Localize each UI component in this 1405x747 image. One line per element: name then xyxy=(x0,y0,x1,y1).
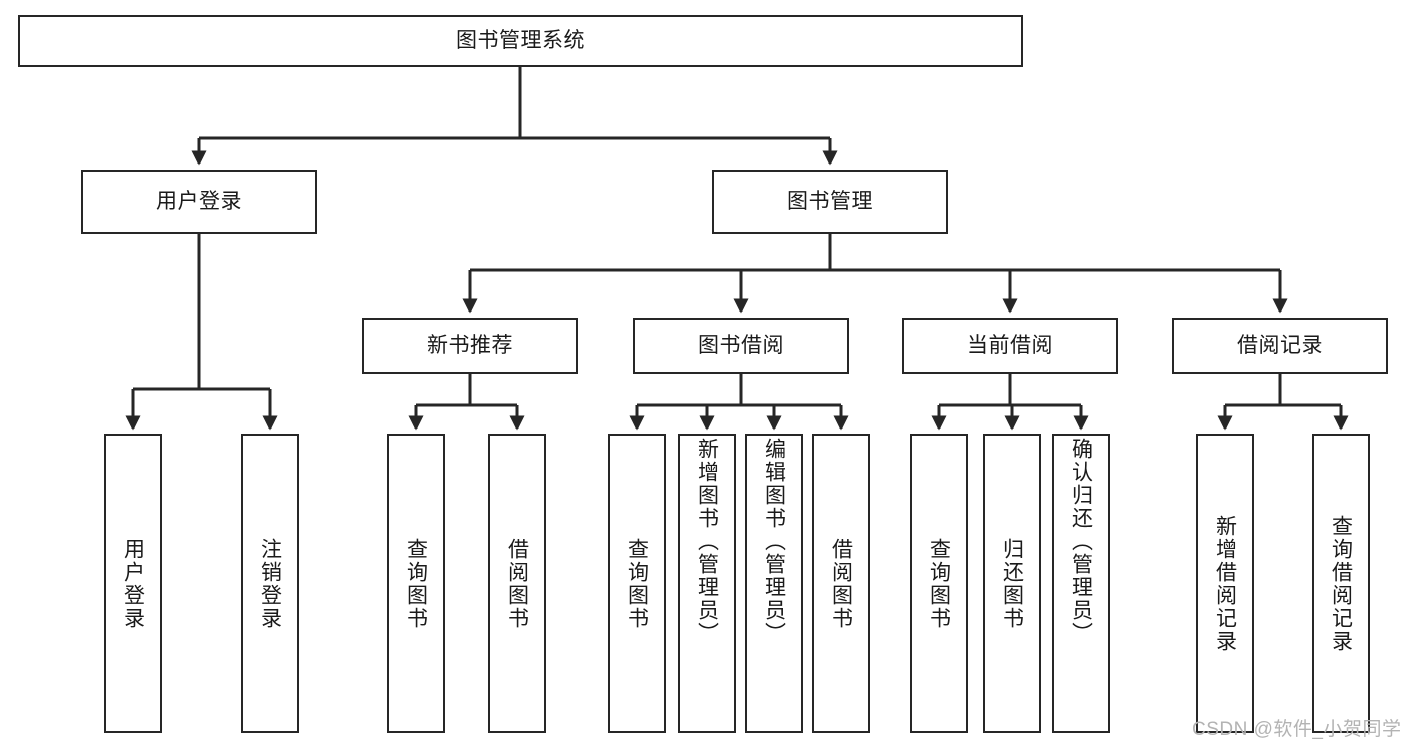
node-user-login-label: 用户登录 xyxy=(156,189,242,213)
node-leaf-logout-label: 注销登录 xyxy=(258,537,282,630)
csdn-watermark: CSDN @软件_小贺同学 xyxy=(1192,719,1402,740)
node-leaf-confirm-return-admin-label: 确认归还（管理员） xyxy=(1069,438,1093,645)
node-leaf-borrow-book-1-label: 借阅图书 xyxy=(505,537,529,630)
node-root-system[interactable]: 图书管理系统 xyxy=(18,15,1023,67)
node-leaf-query-book-2-label: 查询图书 xyxy=(625,537,649,630)
node-root-label: 图书管理系统 xyxy=(456,28,585,52)
node-borrow-record-label: 借阅记录 xyxy=(1237,333,1323,357)
node-current-borrow-label: 当前借阅 xyxy=(967,333,1053,357)
node-leaf-borrow-book-2-label: 借阅图书 xyxy=(829,537,853,630)
node-leaf-query-book-1[interactable]: 查询图书 xyxy=(387,434,445,733)
node-leaf-add-book-admin-label: 新增图书（管理员） xyxy=(695,438,719,645)
node-leaf-borrow-book-2[interactable]: 借阅图书 xyxy=(812,434,870,733)
node-leaf-add-book-admin[interactable]: 新增图书（管理员） xyxy=(678,434,736,733)
node-leaf-return-book[interactable]: 归还图书 xyxy=(983,434,1041,733)
node-leaf-query-book-2[interactable]: 查询图书 xyxy=(608,434,666,733)
node-new-book-recommend-label: 新书推荐 xyxy=(427,333,513,357)
node-book-borrow-label: 图书借阅 xyxy=(698,333,784,357)
node-current-borrow[interactable]: 当前借阅 xyxy=(902,318,1118,374)
node-leaf-confirm-return-admin[interactable]: 确认归还（管理员） xyxy=(1052,434,1110,733)
node-leaf-query-book-3-label: 查询图书 xyxy=(927,537,951,630)
node-leaf-query-book-1-label: 查询图书 xyxy=(404,537,428,630)
node-leaf-add-borrow-record-label: 新增借阅记录 xyxy=(1213,514,1237,653)
node-leaf-query-borrow-record-label: 查询借阅记录 xyxy=(1329,514,1353,653)
node-leaf-add-borrow-record[interactable]: 新增借阅记录 xyxy=(1196,434,1254,733)
node-leaf-borrow-book-1[interactable]: 借阅图书 xyxy=(488,434,546,733)
node-leaf-edit-book-admin[interactable]: 编辑图书（管理员） xyxy=(745,434,803,733)
node-leaf-query-borrow-record[interactable]: 查询借阅记录 xyxy=(1312,434,1370,733)
node-leaf-logout[interactable]: 注销登录 xyxy=(241,434,299,733)
node-book-borrow[interactable]: 图书借阅 xyxy=(633,318,849,374)
node-leaf-user-login[interactable]: 用户登录 xyxy=(104,434,162,733)
node-user-login[interactable]: 用户登录 xyxy=(81,170,317,234)
node-book-manage-label: 图书管理 xyxy=(787,189,873,213)
node-leaf-edit-book-admin-label: 编辑图书（管理员） xyxy=(762,438,786,645)
node-book-manage[interactable]: 图书管理 xyxy=(712,170,948,234)
node-leaf-user-login-label: 用户登录 xyxy=(121,537,145,630)
node-new-book-recommend[interactable]: 新书推荐 xyxy=(362,318,578,374)
node-leaf-query-book-3[interactable]: 查询图书 xyxy=(910,434,968,733)
node-borrow-record[interactable]: 借阅记录 xyxy=(1172,318,1388,374)
node-leaf-return-book-label: 归还图书 xyxy=(1000,537,1024,630)
